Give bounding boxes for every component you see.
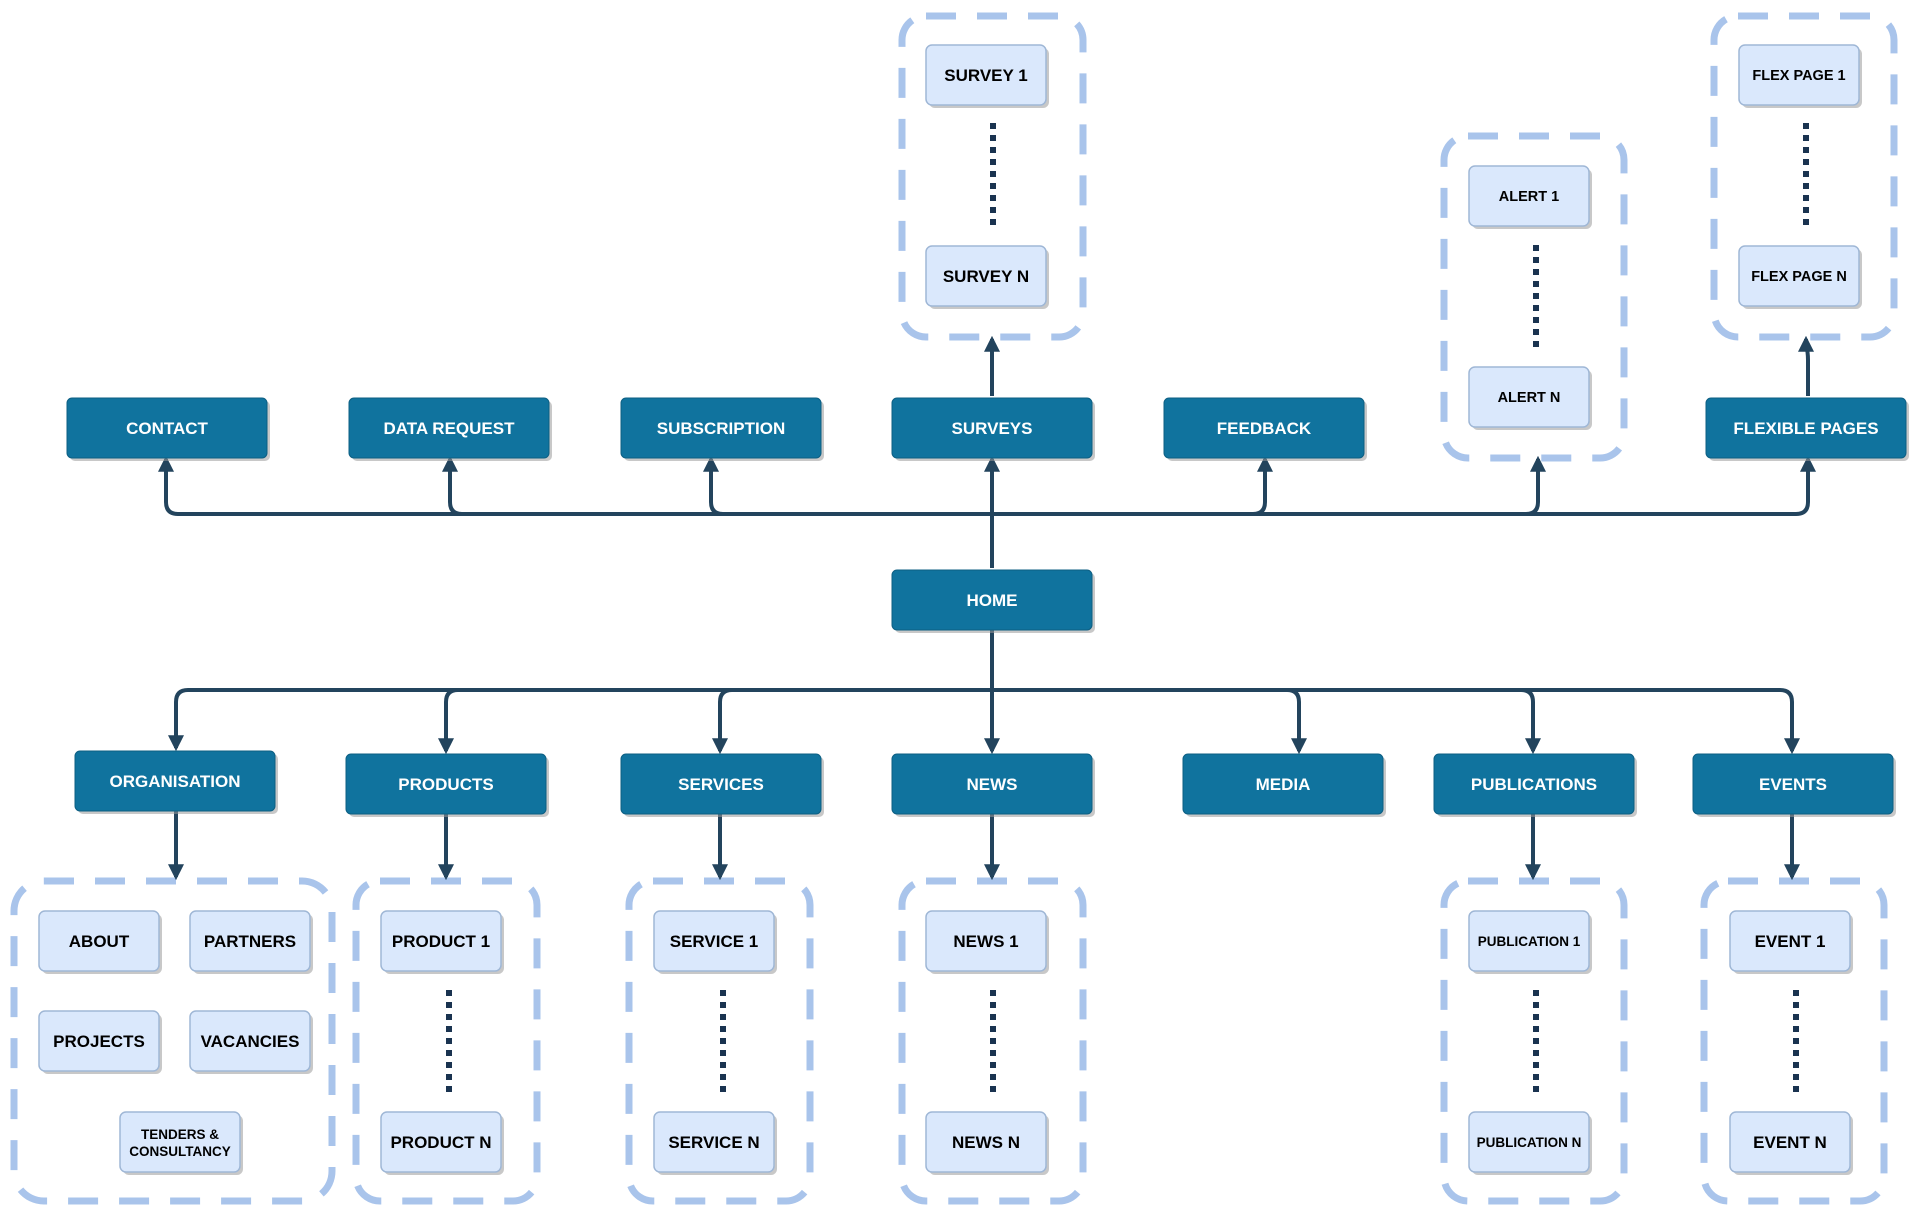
node-projects-label: PROJECTS — [53, 1032, 145, 1051]
node-events-label: EVENTS — [1759, 775, 1827, 794]
node-product-1-label: PRODUCT 1 — [392, 932, 490, 951]
node-services-label: SERVICES — [678, 775, 764, 794]
alerts-group — [1440, 132, 1628, 462]
node-publication-n-label: PUBLICATION N — [1477, 1135, 1582, 1150]
node-contact-label: CONTACT — [126, 419, 208, 438]
node-event-1-label: EVENT 1 — [1755, 932, 1826, 951]
node-product-n-label: PRODUCT N — [390, 1133, 491, 1152]
node-alert-n-label: ALERT N — [1498, 390, 1561, 406]
node-data-request-label: DATA REQUEST — [384, 419, 516, 438]
node-feedback[interactable]: FEEDBACK — [1163, 397, 1367, 461]
organisation-group — [10, 877, 336, 1205]
node-partners-label: PARTNERS — [204, 932, 296, 951]
node-media[interactable]: MEDIA — [1182, 753, 1386, 817]
node-subscription-label: SUBSCRIPTION — [657, 419, 785, 438]
node-partners[interactable]: PARTNERS — [189, 910, 313, 974]
edge-home-data-request — [442, 455, 992, 516]
node-tenders-label-line2: CONSULTANCY — [129, 1144, 231, 1159]
node-survey-1-label: SURVEY 1 — [944, 66, 1027, 85]
node-flex-page-1-label: FLEX PAGE 1 — [1752, 68, 1845, 84]
node-media-label: MEDIA — [1256, 775, 1311, 794]
node-surveys[interactable]: SURVEYS — [891, 397, 1095, 461]
node-survey-1[interactable]: SURVEY 1 — [925, 44, 1049, 108]
node-event-n[interactable]: EVENT N — [1729, 1111, 1853, 1175]
node-publication-1-label: PUBLICATION 1 — [1478, 934, 1581, 949]
node-feedback-label: FEEDBACK — [1217, 419, 1312, 438]
edge-home-publications — [992, 688, 1541, 755]
node-flex-page-1[interactable]: FLEX PAGE 1 — [1738, 44, 1862, 108]
node-subscription[interactable]: SUBSCRIPTION — [620, 397, 824, 461]
node-survey-n-label: SURVEY N — [943, 267, 1029, 286]
node-contact[interactable]: CONTACT — [66, 397, 270, 461]
edge-home-feedback — [992, 455, 1273, 516]
node-home[interactable]: HOME — [891, 569, 1095, 633]
node-data-request[interactable]: DATA REQUEST — [348, 397, 552, 461]
edge-flex-group — [1798, 335, 1814, 396]
edge-home-media — [992, 688, 1307, 755]
node-service-1-label: SERVICE 1 — [670, 932, 759, 951]
publications-group — [1440, 877, 1628, 1205]
node-news[interactable]: NEWS — [891, 753, 1095, 817]
node-surveys-label: SURVEYS — [952, 419, 1033, 438]
primary-nodes: HOME CONTACT DATA REQUEST SUBSCRIPTION S… — [66, 397, 1909, 817]
node-products-label: PRODUCTS — [398, 775, 493, 794]
node-tenders-label-line1: TENDERS & — [141, 1127, 219, 1142]
flex-pages-group — [1710, 12, 1898, 341]
node-tenders-consultancy[interactable]: TENDERS & CONSULTANCY — [119, 1111, 243, 1175]
node-survey-n[interactable]: SURVEY N — [925, 245, 1049, 309]
node-flexible-pages[interactable]: FLEXIBLE PAGES — [1705, 397, 1909, 461]
node-flex-page-n-label: FLEX PAGE N — [1751, 269, 1847, 285]
node-product-1[interactable]: PRODUCT 1 — [380, 910, 504, 974]
node-products[interactable]: PRODUCTS — [345, 753, 549, 817]
node-news-1[interactable]: NEWS 1 — [925, 910, 1049, 974]
node-service-n-label: SERVICE N — [668, 1133, 759, 1152]
dotted-lines — [446, 123, 1809, 1098]
edge-home-contact — [158, 455, 992, 516]
edge-home-services — [712, 688, 992, 755]
node-news-label: NEWS — [967, 775, 1018, 794]
node-event-1[interactable]: EVENT 1 — [1729, 910, 1853, 974]
edge-home-flexible-pages — [992, 455, 1816, 516]
news-group — [898, 877, 1087, 1205]
node-news-n-label: NEWS N — [952, 1133, 1020, 1152]
secondary-nodes: SURVEY 1 SURVEY N ALERT 1 ALERT N FLEX P… — [38, 44, 1862, 1175]
node-service-n[interactable]: SERVICE N — [653, 1111, 777, 1175]
node-home-label: HOME — [967, 591, 1018, 610]
node-publications-label: PUBLICATIONS — [1471, 775, 1597, 794]
node-alert-n[interactable]: ALERT N — [1468, 366, 1592, 430]
node-alert-1-label: ALERT 1 — [1499, 189, 1559, 205]
group-containers — [10, 12, 1898, 1205]
services-group — [625, 877, 814, 1205]
edge-home-products — [438, 688, 992, 755]
node-publication-1[interactable]: PUBLICATION 1 — [1468, 910, 1592, 974]
node-organisation[interactable]: ORGANISATION — [74, 750, 278, 814]
node-product-n[interactable]: PRODUCT N — [380, 1111, 504, 1175]
node-publications[interactable]: PUBLICATIONS — [1433, 753, 1637, 817]
node-about[interactable]: ABOUT — [38, 910, 162, 974]
edge-home-subscription — [703, 455, 992, 516]
edge-home-events — [992, 688, 1800, 755]
node-publication-n[interactable]: PUBLICATION N — [1468, 1111, 1592, 1175]
products-group — [352, 877, 541, 1205]
node-alert-1[interactable]: ALERT 1 — [1468, 165, 1592, 229]
node-services[interactable]: SERVICES — [620, 753, 824, 817]
node-news-n[interactable]: NEWS N — [925, 1111, 1049, 1175]
events-group — [1700, 877, 1888, 1205]
node-flex-page-n[interactable]: FLEX PAGE N — [1738, 245, 1862, 309]
node-vacancies-label: VACANCIES — [201, 1032, 300, 1051]
node-flexible-pages-label: FLEXIBLE PAGES — [1733, 419, 1878, 438]
node-about-label: ABOUT — [69, 932, 130, 951]
node-news-1-label: NEWS 1 — [953, 932, 1018, 951]
node-vacancies[interactable]: VACANCIES — [189, 1010, 313, 1074]
connector-edges — [158, 335, 1816, 881]
node-event-n-label: EVENT N — [1753, 1133, 1827, 1152]
edge-home-organisation — [168, 688, 992, 752]
node-service-1[interactable]: SERVICE 1 — [653, 910, 777, 974]
surveys-group — [898, 12, 1087, 341]
node-events[interactable]: EVENTS — [1692, 753, 1896, 817]
node-organisation-label: ORGANISATION — [110, 772, 241, 791]
node-projects[interactable]: PROJECTS — [38, 1010, 162, 1074]
